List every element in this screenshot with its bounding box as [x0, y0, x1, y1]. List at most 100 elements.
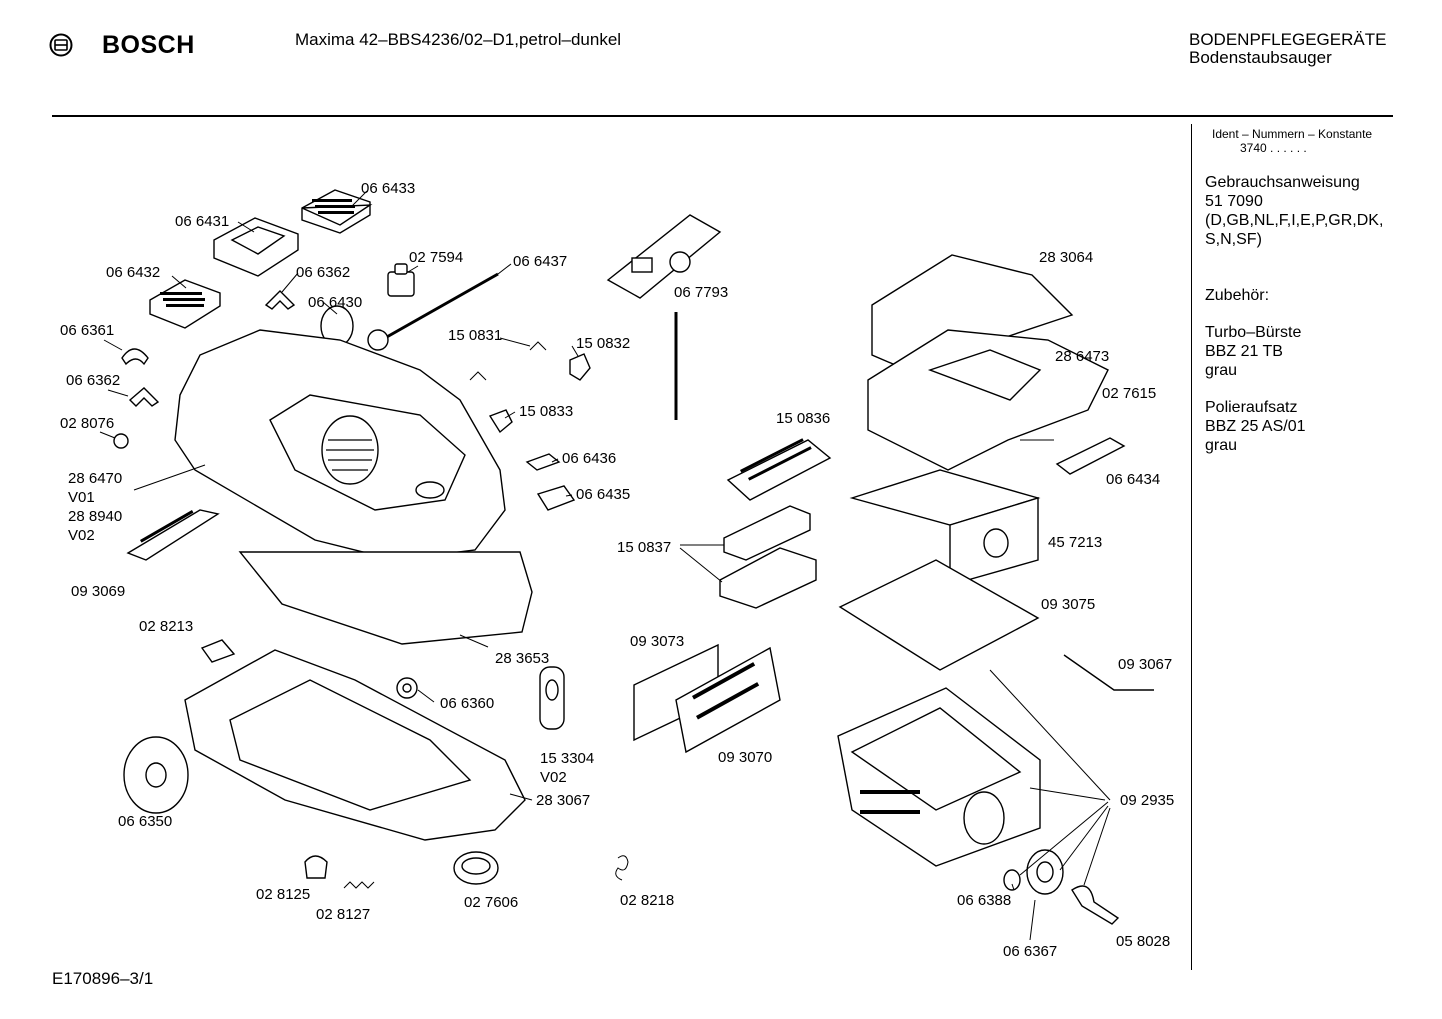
part-label: 28 6473 — [1055, 348, 1110, 365]
part-label: 06 6367 — [1003, 943, 1058, 960]
filter-grille-part — [126, 509, 220, 561]
part-label: 06 6350 — [118, 813, 173, 830]
part-label: 28 3653 — [495, 650, 550, 667]
accessory-1-code: BBZ 21 TB — [1205, 343, 1283, 360]
part-label: 45 7213 — [1048, 534, 1103, 551]
cable-part — [1063, 654, 1154, 691]
part-label: 06 6435 — [576, 486, 631, 503]
part-label: 09 3073 — [630, 633, 685, 650]
part-label: 15 3304 — [540, 750, 595, 767]
part-label: 28 3067 — [536, 792, 591, 809]
part-label: 09 3069 — [71, 583, 126, 600]
latch-part — [488, 409, 513, 434]
manual-title: Gebrauchsanweisung — [1205, 174, 1360, 191]
part-label: 02 8213 — [139, 618, 194, 635]
wheel-part — [123, 736, 189, 814]
sidebar-divider — [1191, 124, 1192, 970]
part-label: 09 3070 — [718, 749, 773, 766]
gasket-part — [838, 559, 1040, 671]
switch-part — [387, 263, 415, 297]
part-label: 06 6431 — [175, 213, 230, 230]
part-label: 06 6434 — [1106, 471, 1161, 488]
part-label: 09 3075 — [1041, 596, 1096, 613]
filter-box-part — [837, 687, 1041, 867]
part-label: 02 7594 — [409, 249, 464, 266]
ident-value: 3740 . . . . . . — [1240, 141, 1307, 155]
clip-part — [200, 639, 236, 663]
part-label: 28 8940 — [68, 508, 123, 525]
accessory-1-name: Turbo–Bürste — [1205, 324, 1302, 341]
bumper-part — [238, 551, 533, 645]
part-label: 15 0833 — [519, 403, 574, 420]
accessories-title: Zubehör: — [1205, 287, 1270, 304]
part-label: 06 6437 — [513, 253, 568, 270]
part-label: 06 6362 — [66, 372, 121, 389]
part-label: 05 8028 — [1116, 933, 1171, 950]
accessory-2-code: BBZ 25 AS/01 — [1205, 418, 1306, 435]
ident-title: Ident – Nummern – Konstante — [1212, 127, 1373, 141]
ring-part — [1026, 849, 1064, 895]
brand-name: BOSCH — [102, 31, 195, 59]
clamp-part — [304, 855, 328, 879]
housing-top-part — [174, 329, 506, 561]
handle-part — [1055, 437, 1126, 475]
part-label: 15 0831 — [448, 327, 503, 344]
pad-part — [536, 485, 576, 511]
button-part — [113, 433, 129, 449]
leader-lines — [99, 190, 1111, 941]
filter-part — [149, 279, 221, 329]
model-title: Maxima 42–BBS4236/02–D1,petrol–dunkel — [295, 30, 622, 49]
part-label: 09 3067 — [1118, 656, 1173, 673]
bracket-part — [1071, 885, 1120, 925]
part-label: 06 6361 — [60, 322, 115, 339]
accessory-1-color: grau — [1205, 362, 1238, 379]
accessory-2-name: Polieraufsatz — [1205, 399, 1298, 416]
part-label: V02 — [68, 527, 95, 544]
manual-languages-2: S,N,SF) — [1205, 231, 1262, 248]
dust-bag-part — [849, 469, 1041, 586]
part-label: 02 7606 — [464, 894, 519, 911]
manual-languages-1: (D,GB,NL,F,I,E,P,GR,DK, — [1205, 212, 1384, 229]
part-label: 15 0832 — [576, 335, 631, 352]
part-label: 15 0837 — [617, 539, 672, 556]
holder-part — [525, 453, 561, 471]
filter-part — [213, 217, 299, 277]
cable-guide-part — [539, 666, 565, 730]
housing-bottom-part — [184, 649, 526, 841]
part-label: 06 6433 — [361, 180, 416, 197]
clip-part — [128, 387, 160, 407]
manual-number: 51 7090 — [1205, 193, 1263, 210]
part-label: 06 6362 — [296, 264, 351, 281]
rod-part — [367, 272, 499, 351]
grid-filter-part — [675, 646, 781, 754]
ring-part — [1003, 869, 1021, 891]
hook-part — [615, 855, 629, 881]
spring-part — [343, 881, 375, 889]
bosch-logo-icon — [49, 33, 73, 57]
category-title: BODENPFLEGEGERÄTE — [1189, 30, 1387, 49]
subcategory-title: Bodenstaubsauger — [1189, 48, 1332, 67]
part-label: 02 8125 — [256, 886, 311, 903]
filter-frame-part — [726, 438, 832, 501]
part-label: V02 — [540, 769, 567, 786]
document-id: E170896–3/1 — [52, 969, 154, 988]
part-label: 06 6388 — [957, 892, 1012, 909]
spring-part — [469, 341, 547, 381]
clip-part — [264, 290, 296, 310]
part-label: 06 6432 — [106, 264, 161, 281]
part-label: 09 2935 — [1120, 792, 1175, 809]
part-label: 15 0836 — [776, 410, 831, 427]
part-label: 28 3064 — [1039, 249, 1094, 266]
latch-part — [569, 353, 591, 381]
part-label: 06 6436 — [562, 450, 617, 467]
filter-cover-part — [301, 189, 373, 234]
foam-filter-part — [723, 505, 811, 561]
part-label: 06 7793 — [674, 284, 729, 301]
part-label: 02 8218 — [620, 892, 675, 909]
ring-part — [453, 851, 499, 885]
part-label: 02 8127 — [316, 906, 371, 923]
part-label: 02 8076 — [60, 415, 115, 432]
circuit-board-part — [606, 214, 722, 299]
part-label: 02 7615 — [1102, 385, 1157, 402]
